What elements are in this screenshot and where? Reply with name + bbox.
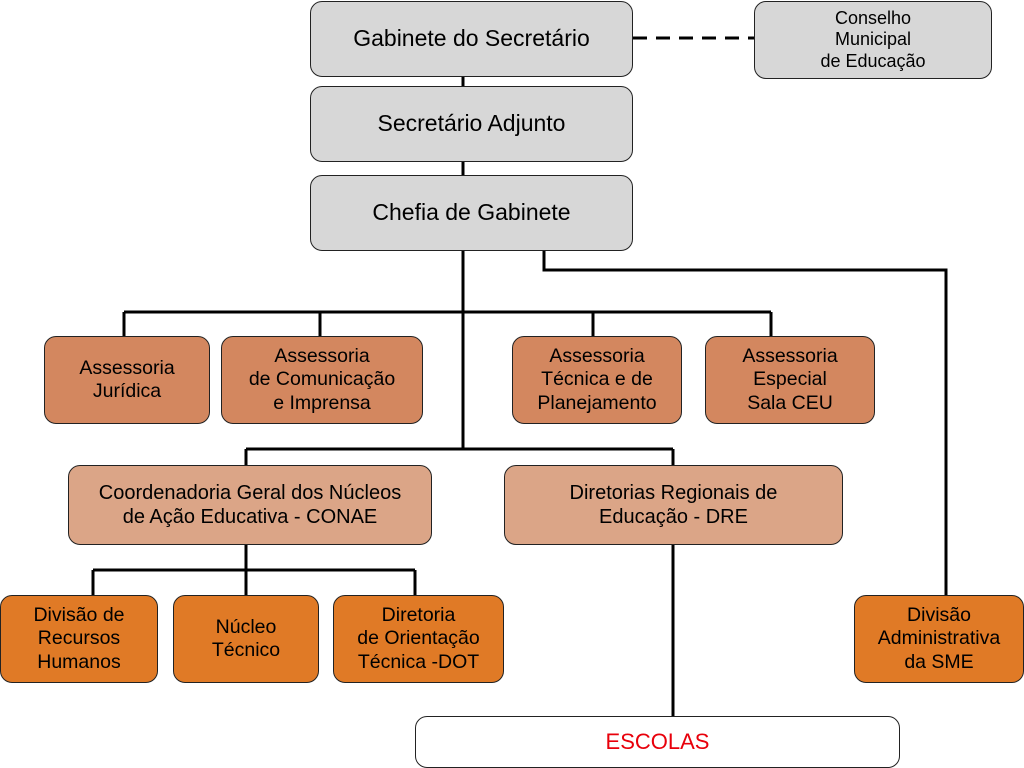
node-secretario-adjunto: Secretário Adjunto (310, 86, 633, 162)
node-label: Chefia de Gabinete (372, 199, 571, 226)
node-label: Divisão de Recursos Humanos (33, 603, 125, 673)
node-label: Assessoria Técnica e de Planejamento (537, 344, 657, 414)
node-label: Divisão Administrativa da SME (877, 603, 1001, 673)
node-conselho-municipal: Conselho Municipal de Educação (754, 1, 992, 79)
connector-chefia-div-adm (542, 250, 948, 595)
node-label: Assessoria de Comunicação e Imprensa (248, 344, 396, 414)
node-label: Coordenadoria Geral dos Núcleos de Ação … (98, 482, 402, 528)
node-label: Diretorias Regionais de Educação - DRE (569, 482, 778, 528)
node-nucleo-tecnico: Núcleo Técnico (173, 595, 319, 683)
node-assessoria-tecnica: Assessoria Técnica e de Planejamento (512, 336, 682, 424)
node-escolas: ESCOLAS (415, 716, 900, 768)
node-conae: Coordenadoria Geral dos Núcleos de Ação … (68, 465, 432, 545)
node-label: Conselho Municipal de Educação (820, 7, 926, 71)
node-label: Secretário Adjunto (377, 110, 566, 137)
node-label: Assessoria Especial Sala CEU (742, 344, 838, 414)
node-assessoria-especial: Assessoria Especial Sala CEU (705, 336, 875, 424)
node-assessoria-comunicacao: Assessoria de Comunicação e Imprensa (221, 336, 423, 424)
node-chefia-de-gabinete: Chefia de Gabinete (310, 175, 633, 251)
node-divisao-administrativa: Divisão Administrativa da SME (854, 595, 1024, 683)
node-label: Assessoria Jurídica (79, 356, 175, 402)
node-label: Diretoria de Orientação Técnica -DOT (357, 603, 480, 673)
node-divisao-recursos-humanos: Divisão de Recursos Humanos (0, 595, 158, 683)
node-label: Núcleo Técnico (211, 615, 281, 661)
node-label: ESCOLAS (605, 728, 710, 754)
node-diretoria-orientacao-tecnica: Diretoria de Orientação Técnica -DOT (333, 595, 504, 683)
node-assessoria-juridica: Assessoria Jurídica (44, 336, 210, 424)
node-label: Gabinete do Secretário (353, 25, 590, 52)
node-dre: Diretorias Regionais de Educação - DRE (504, 465, 843, 545)
node-gabinete-do-secretario: Gabinete do Secretário (310, 1, 633, 77)
